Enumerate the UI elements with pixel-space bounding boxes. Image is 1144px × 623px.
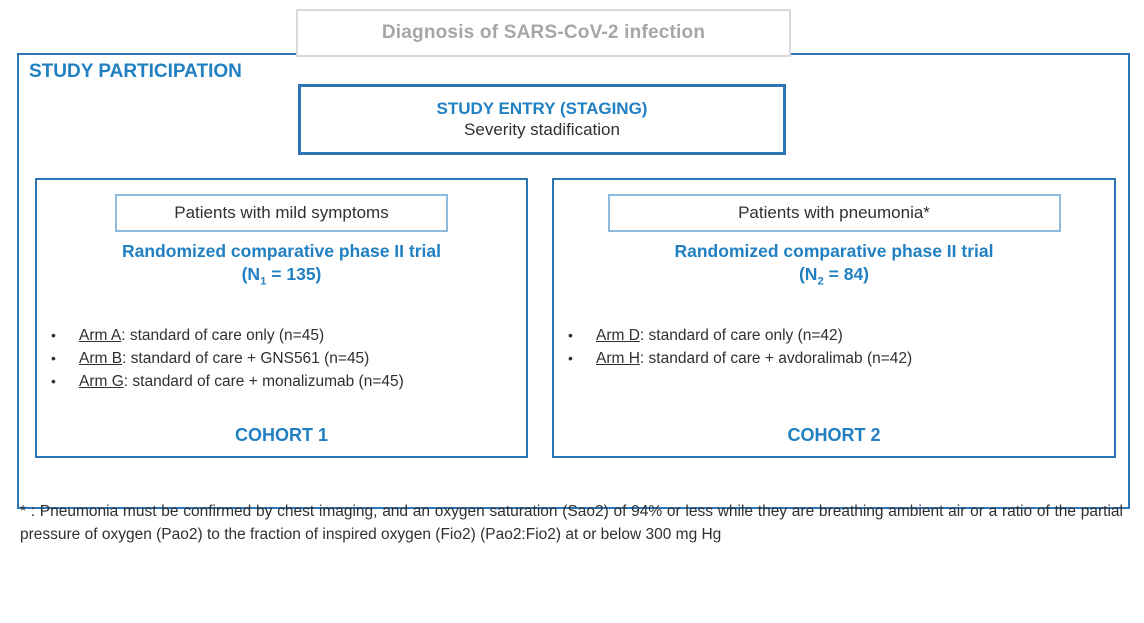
arm-label: Arm H <box>596 349 640 367</box>
diagnosis-banner: Diagnosis of SARS-CoV-2 infection <box>296 9 791 57</box>
arm-label: Arm A <box>79 326 122 344</box>
arm-label: Arm B <box>79 349 123 367</box>
bullet-icon: • <box>51 372 56 389</box>
bullet-icon: • <box>568 326 573 343</box>
cohort-2-label: COHORT 2 <box>787 425 881 445</box>
arm-label: Arm G <box>79 372 124 390</box>
cohort-1-arms-list: • Arm A: standard of care only (n=45) • … <box>37 324 526 393</box>
arm-desc: : standard of care + monalizumab (n=45) <box>123 372 404 390</box>
n1-value: = 135) <box>266 264 322 284</box>
bullet-icon: • <box>51 326 56 343</box>
arm-text: Arm G: standard of care + monalizumab (n… <box>79 370 404 393</box>
arm-item: • Arm H: standard of care + avdoralimab … <box>568 347 1114 370</box>
arm-item: • Arm B: standard of care + GNS561 (n=45… <box>51 347 526 370</box>
arm-text: Arm H: standard of care + avdoralimab (n… <box>596 347 912 370</box>
n2-prefix: (N <box>798 264 818 284</box>
cohort-2-patient-box: Patients with pneumonia* <box>607 194 1061 232</box>
n2-subscript: 2 <box>817 275 824 288</box>
n1-prefix: (N <box>241 264 261 284</box>
cohort-2-arms-list: • Arm D: standard of care only (n=42) • … <box>554 324 1114 370</box>
cohort-1-patient-label: Patients with mild symptoms <box>174 203 389 222</box>
arm-desc: : standard of care only (n=45) <box>121 326 325 344</box>
study-entry-box: STUDY ENTRY (STAGING) Severity stadifica… <box>298 84 786 155</box>
cohort-1-trial-title: Randomized comparative phase II trial <box>122 241 441 261</box>
arm-text: Arm D: standard of care only (n=42) <box>596 324 843 347</box>
cohort-1-patient-box: Patients with mild symptoms <box>115 194 448 232</box>
pneumonia-footnote: * : Pneumonia must be confirmed by chest… <box>20 503 1123 543</box>
bullet-icon: • <box>51 349 56 366</box>
cohort-2-sample-size: (N2 = 84) <box>554 264 1114 288</box>
arm-label: Arm D <box>596 326 640 344</box>
cohort-2-trial-title: Randomized comparative phase II trial <box>674 241 994 261</box>
bullet-icon: • <box>568 349 573 366</box>
cohort-1-box: Patients with mild symptoms Randomized c… <box>35 178 528 458</box>
n1-subscript: 1 <box>260 275 267 288</box>
n2-value: = 84) <box>823 264 870 284</box>
study-participation-label: STUDY PARTICIPATION <box>29 61 242 82</box>
cohort-2-box: Patients with pneumonia* Randomized comp… <box>552 178 1116 458</box>
arm-item: • Arm G: standard of care + monalizumab … <box>51 370 526 393</box>
arm-text: Arm B: standard of care + GNS561 (n=45) <box>79 347 369 370</box>
arm-desc: : standard of care only (n=42) <box>639 326 843 344</box>
arm-desc: : standard of care + GNS561 (n=45) <box>122 349 370 367</box>
cohort-2-patient-label: Patients with pneumonia* <box>738 203 930 222</box>
cohort-1-sample-size: (N1 = 135) <box>37 264 526 288</box>
diagnosis-banner-label: Diagnosis of SARS-CoV-2 infection <box>381 22 706 43</box>
arm-desc: : standard of care + avdoralimab (n=42) <box>639 349 913 367</box>
arm-text: Arm A: standard of care only (n=45) <box>79 324 324 347</box>
study-entry-subtitle: Severity stadification <box>464 120 620 139</box>
study-entry-title: STUDY ENTRY (STAGING) <box>436 99 648 118</box>
cohort-1-label: COHORT 1 <box>234 425 328 445</box>
arm-item: • Arm A: standard of care only (n=45) <box>51 324 526 347</box>
arm-item: • Arm D: standard of care only (n=42) <box>568 324 1114 347</box>
